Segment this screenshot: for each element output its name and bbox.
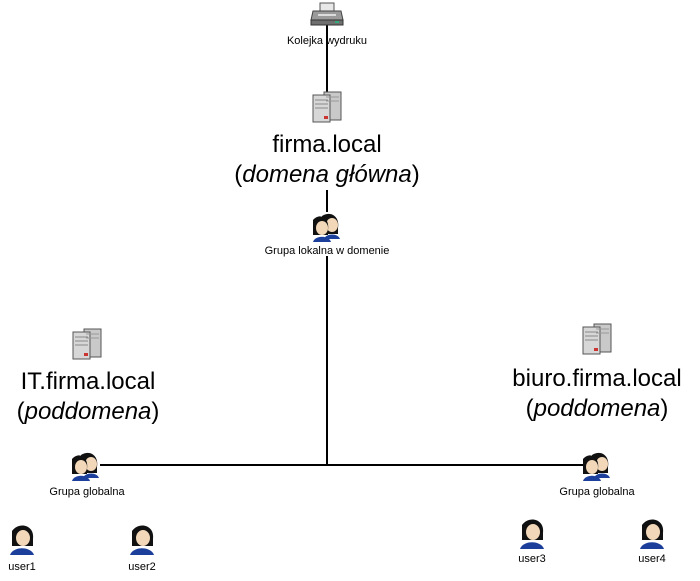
left-subdomain-role: poddomena [24,398,152,425]
printer-icon [310,2,344,28]
root-domain-title: firma.local (domena główna) [234,130,419,190]
user4-label: user4 [638,553,666,565]
right-global-group-label: Grupa globalna [559,486,635,498]
root-domain-name: firma.local [272,131,382,158]
root-domain-role-line: (domena główna) [234,161,420,188]
local-group-vertical-line [326,256,328,466]
root-domain-role: domena główna [242,161,412,188]
left-subdomain-name: IT.firma.local [20,368,156,395]
user1-label: user1 [8,561,36,573]
user3-label: user3 [518,553,546,565]
users-group-icon [69,447,103,481]
user-icon [517,515,547,549]
print-queue-label: Kolejka wydruku [286,35,368,47]
users-group-icon [580,447,614,481]
right-subdomain-role-line: (poddomena) [525,395,669,422]
user-icon [637,515,667,549]
right-subdomain-role: poddomena [533,395,661,422]
right-subdomain-name: biuro.firma.local [512,365,682,392]
root-to-local-group-line [326,190,328,212]
user-icon [7,521,37,555]
user-icon [127,521,157,555]
printer-to-root-line [326,24,328,94]
users-group-icon [310,208,344,242]
left-subdomain-role-line: (poddomena) [16,398,160,425]
domain-local-group-label: Grupa lokalna w domenie [264,245,390,257]
left-global-group-label: Grupa globalna [49,486,125,498]
user2-label: user2 [128,561,156,573]
server-icon [310,89,344,123]
server-icon [580,321,614,355]
server-icon [70,326,104,360]
left-subdomain-title: IT.firma.local (poddomena) [17,367,160,427]
global-groups-horizontal-line [100,464,592,466]
right-subdomain-title: biuro.firma.local (poddomena) [512,364,681,424]
